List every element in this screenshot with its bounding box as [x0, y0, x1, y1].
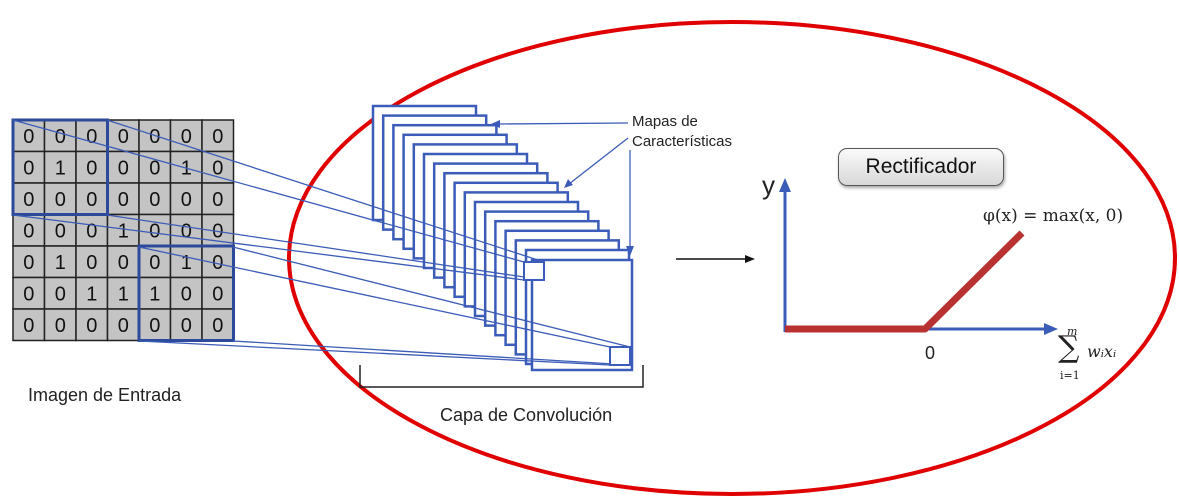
grid-cell-value: 0 — [181, 283, 192, 305]
grid-cell-value: 0 — [149, 220, 160, 242]
grid-cell-value: 0 — [118, 189, 129, 211]
grid-cell-value: 1 — [55, 252, 66, 274]
grid-cell-value: 0 — [149, 157, 160, 179]
receptive-field-line — [106, 214, 545, 281]
grid-cell-value: 0 — [86, 126, 97, 148]
grid-cell-value: 0 — [55, 189, 66, 211]
grid-cell-value: 0 — [23, 315, 34, 337]
grid-cell — [169, 150, 203, 184]
grid-cell — [138, 276, 172, 310]
grid-cell — [12, 182, 46, 216]
feature-maps-pointers — [491, 120, 634, 256]
relu-curve — [785, 230, 1025, 333]
grid-cell-value: 0 — [55, 126, 66, 148]
rectifier-button[interactable]: Rectificador — [838, 148, 1004, 186]
grid-cell-value: 0 — [118, 157, 129, 179]
grid-cell-value: 0 — [212, 283, 223, 305]
grid-cell-value: 0 — [23, 126, 34, 148]
grid-cell-value: 1 — [118, 220, 129, 242]
sum-symbol: ∑ — [1058, 330, 1080, 365]
grid-cell-value: 0 — [149, 315, 160, 337]
grid-cell-value: 0 — [149, 252, 160, 274]
feature-maps-label-line2: Características — [632, 133, 733, 150]
grid-cell-value: 0 — [23, 252, 34, 274]
grid-cell-value: 0 — [212, 252, 223, 274]
grid-cell-value: 0 — [181, 126, 192, 148]
grid-cell-value: 0 — [212, 189, 223, 211]
grid-cell — [201, 119, 235, 153]
grid-cell-value: 0 — [86, 189, 97, 211]
grid-cell-value: 0 — [55, 315, 66, 337]
grid-cell-value: 0 — [86, 220, 97, 242]
input-image-grid: 0000000010001000000000001000010001000111… — [11, 118, 235, 342]
grid-cell-value: 0 — [23, 283, 34, 305]
receptive-field-line — [138, 340, 611, 366]
grid-cell-value: 0 — [55, 283, 66, 305]
grid-cell-value: 0 — [86, 157, 97, 179]
grid-cell-value: 0 — [181, 220, 192, 242]
sum-upper-limit: m — [1067, 325, 1078, 338]
grid-cell — [169, 276, 203, 310]
grid-cell-value: 0 — [181, 189, 192, 211]
grid-cell-value: 0 — [181, 315, 192, 337]
grid-cell — [138, 182, 172, 216]
grid-cell — [43, 308, 77, 342]
grid-cell — [169, 308, 203, 342]
sum-term: wᵢxᵢ — [1087, 342, 1117, 361]
receptive-field-lines — [12, 119, 631, 366]
grid-cell-value: 0 — [23, 157, 34, 179]
grid-cell-value: 0 — [86, 315, 97, 337]
receptive-field-line — [232, 246, 631, 348]
grid-cell-value: 0 — [118, 315, 129, 337]
grid-cell — [201, 182, 235, 216]
highlight-ellipse — [287, 20, 1177, 496]
grid-cell-value: 0 — [55, 220, 66, 242]
receptive-field-top — [11, 118, 109, 216]
receptive-field-line — [12, 214, 525, 281]
grid-cell — [201, 308, 235, 342]
grid-cell-value: 0 — [23, 220, 34, 242]
origin-label: 0 — [925, 343, 936, 363]
receptive-field-line — [12, 119, 525, 263]
grid-cell-value: 1 — [181, 252, 192, 274]
grid-cell-value: 0 — [212, 157, 223, 179]
grid-cell-value: 0 — [86, 252, 97, 274]
feature-map-cell-upper — [523, 261, 545, 281]
sum-lower-limit: i=1 — [1060, 369, 1080, 382]
grid-cell — [75, 308, 109, 342]
grid-cell-value: 1 — [55, 157, 66, 179]
feature-map-cell-lower — [609, 346, 631, 366]
conv-layer-label: Capa de Convolución — [440, 405, 613, 425]
grid-cell — [43, 182, 77, 216]
grid-cell — [75, 182, 109, 216]
conv-layer-bracket — [359, 365, 644, 388]
relu-formula: φ(x) = max(x, 0) — [983, 206, 1124, 226]
grid-cell-value: 0 — [118, 252, 129, 274]
input-image-label: Imagen de Entrada — [28, 385, 182, 405]
grid-cell-value: 1 — [118, 283, 129, 305]
grid-cell-value: 0 — [23, 189, 34, 211]
grid-cell — [106, 182, 140, 216]
grid-cell-value: 1 — [149, 283, 160, 305]
y-axis-label: y — [762, 170, 775, 200]
grid-cell-value: 0 — [212, 126, 223, 148]
grid-cell-value: 0 — [212, 315, 223, 337]
grid-cell — [138, 213, 172, 247]
receptive-field-line — [138, 246, 611, 348]
receptive-field-line — [106, 119, 545, 263]
feature-maps-label-line1: Mapas de — [632, 113, 698, 130]
grid-cell-value: 0 — [149, 189, 160, 211]
grid-cell-value: 0 — [149, 126, 160, 148]
grid-cell — [12, 276, 46, 310]
grid-cell — [106, 276, 140, 310]
grid-cell — [12, 308, 46, 342]
receptive-field-bottom — [137, 244, 235, 342]
feature-map-stack — [371, 104, 634, 372]
grid-cell-value: 0 — [118, 126, 129, 148]
receptive-field-line — [232, 340, 631, 366]
grid-cell — [12, 245, 46, 279]
grid-cell-value: 1 — [86, 283, 97, 305]
